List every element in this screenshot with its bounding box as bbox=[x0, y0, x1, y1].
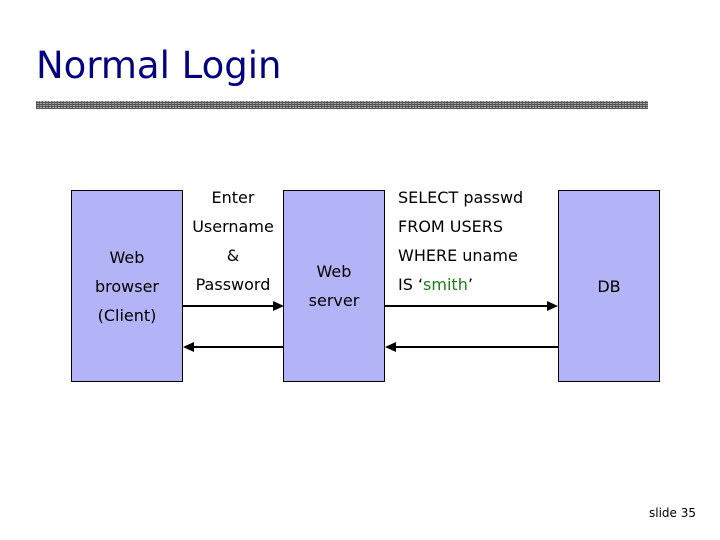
caption-sql-query: SELECT passwd FROM USERS WHERE uname IS … bbox=[398, 183, 558, 299]
sql-query-suffix: ’ bbox=[467, 275, 473, 294]
sql-query-prefix: SELECT passwd FROM USERS WHERE uname IS … bbox=[398, 188, 524, 294]
diagram-node-web-server-label: Web server bbox=[308, 262, 360, 310]
sql-query-literal: smith bbox=[423, 275, 468, 294]
arrow-server-to-db-head-icon bbox=[547, 301, 558, 311]
title-divider-rule bbox=[36, 101, 648, 109]
slide-number: slide 35 bbox=[648, 506, 696, 520]
arrow-server-to-client-line bbox=[191, 346, 283, 348]
diagram-node-db: DB bbox=[558, 190, 660, 382]
arrow-db-to-server-line bbox=[393, 346, 558, 348]
arrow-client-to-server-line bbox=[183, 305, 275, 307]
arrow-server-to-client-head-icon bbox=[183, 342, 194, 352]
diagram-node-db-label: DB bbox=[597, 276, 621, 296]
diagram-node-web-server: Web server bbox=[283, 190, 385, 382]
diagram-node-client: Web browser (Client) bbox=[71, 190, 183, 382]
caption-credentials: Enter Username & Password bbox=[192, 188, 274, 294]
page-title: Normal Login bbox=[36, 44, 282, 87]
arrow-client-to-server-head-icon bbox=[273, 301, 284, 311]
arrow-db-to-server-head-icon bbox=[385, 342, 396, 352]
arrow-server-to-db-line bbox=[385, 305, 549, 307]
diagram-node-client-label: Web browser (Client) bbox=[94, 247, 159, 325]
